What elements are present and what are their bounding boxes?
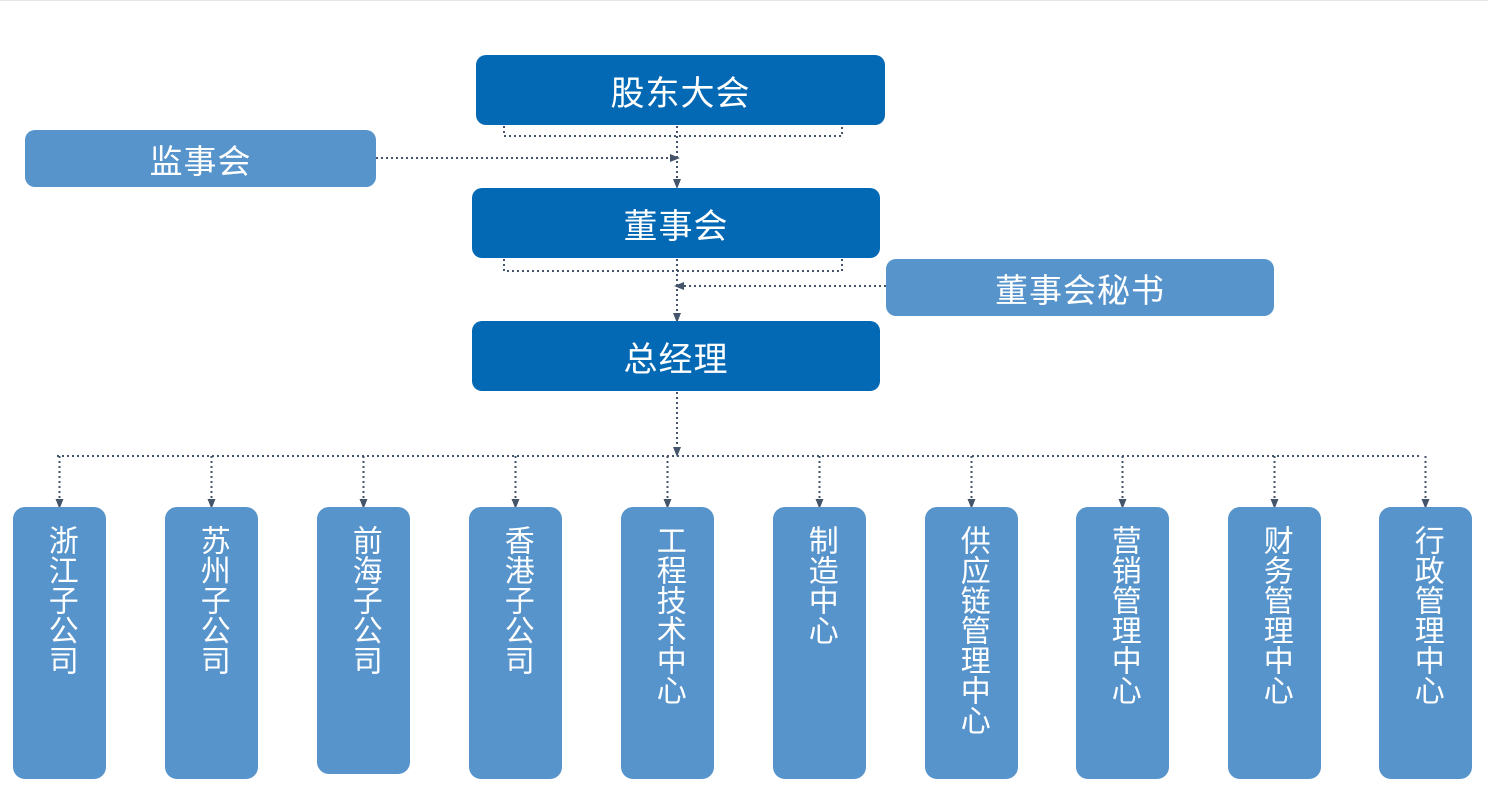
- unit-qianhai-subsidiary: 前海子公司: [317, 507, 410, 774]
- unit-suzhou-subsidiary: 苏州子公司: [165, 507, 258, 779]
- board-secretary-label: 董事会秘书: [995, 270, 1165, 310]
- unit-supply-chain-center: 供应链管理中心: [925, 507, 1018, 779]
- board-bracket: [503, 259, 843, 272]
- unit-label: 供应链管理中心: [954, 525, 990, 735]
- general-manager-box: 总经理: [472, 321, 880, 391]
- shareholders-bracket: [503, 126, 843, 137]
- unit-label: 前海子公司: [346, 525, 382, 675]
- shareholders-meeting-box: 股东大会: [476, 55, 885, 125]
- general-manager-label: 总经理: [623, 339, 729, 380]
- unit-label: 制造中心: [802, 525, 838, 645]
- unit-label: 营销管理中心: [1105, 525, 1141, 705]
- unit-manufacturing-center: 制造中心: [773, 507, 866, 779]
- shareholders-meeting-label: 股东大会: [610, 73, 751, 114]
- board-of-directors-box: 董事会: [472, 188, 880, 258]
- unit-finance-center: 财务管理中心: [1228, 507, 1321, 779]
- unit-label: 工程技术中心: [650, 525, 686, 705]
- supervisory-board-label: 监事会: [149, 141, 252, 181]
- unit-marketing-center: 营销管理中心: [1076, 507, 1169, 779]
- supervisory-board-box: 监事会: [25, 130, 376, 187]
- unit-admin-center: 行政管理中心: [1379, 507, 1472, 779]
- unit-label: 浙江子公司: [42, 525, 78, 675]
- unit-zhejiang-subsidiary: 浙江子公司: [13, 507, 106, 779]
- unit-hongkong-subsidiary: 香港子公司: [469, 507, 562, 779]
- unit-label: 香港子公司: [498, 525, 534, 675]
- unit-label: 财务管理中心: [1257, 525, 1293, 705]
- board-secretary-box: 董事会秘书: [886, 259, 1274, 316]
- unit-engineering-center: 工程技术中心: [621, 507, 714, 779]
- unit-label: 苏州子公司: [194, 525, 230, 675]
- board-of-directors-label: 董事会: [623, 206, 729, 247]
- top-rule: [0, 0, 1488, 1]
- unit-label: 行政管理中心: [1408, 525, 1444, 705]
